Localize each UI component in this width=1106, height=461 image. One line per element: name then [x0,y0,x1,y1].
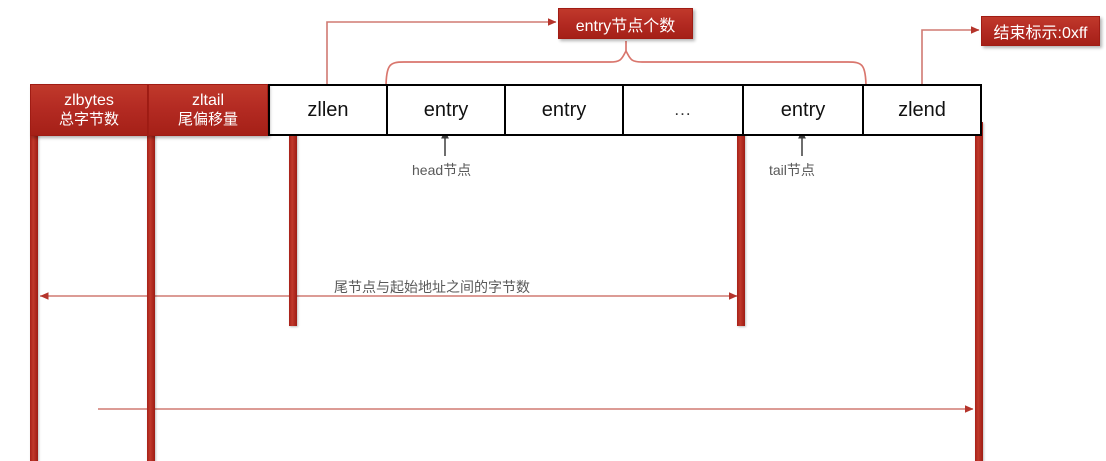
guide-bar-start [30,120,38,461]
callout-end-marker: 结束标示:0xff [981,16,1100,46]
annotation-head-node: head节点 [412,160,471,180]
cell-zllen-label: zllen [307,98,349,121]
cell-zlend-label: zlend [898,98,946,121]
annotation-tail-offset: 尾节点与起始地址之间的字节数 [334,277,530,297]
cell-entry-n-label: entry [780,98,826,121]
cell-ellipsis: ... [622,84,744,136]
annotation-tail-offset-label: 尾节点与起始地址之间的字节数 [334,279,530,295]
cell-entry-1: entry [386,84,506,136]
header-box-zltail-line2: 尾偏移量 [177,110,238,128]
annotation-tail-node: tail节点 [769,160,815,180]
cell-entry-2-label: entry [541,98,587,121]
cell-entry-2: entry [504,84,624,136]
header-box-zlbytes-line1: zlbytes [64,92,114,110]
cell-zllen: zllen [268,84,388,136]
zllen-connector-line [326,18,557,88]
guide-bar-zllen [289,122,297,326]
entries-brace [385,49,867,89]
header-box-zlbytes: zlbytes 总字节数 [30,84,148,136]
guide-bar-zltail [147,120,155,461]
cell-zlend: zlend [862,84,982,136]
cell-ellipsis-label: ... [674,100,692,119]
callout-end-marker-label: 结束标示:0xff [993,25,1088,42]
header-box-zltail-line1: zltail [191,92,224,110]
cell-entry-n: entry [742,84,864,136]
zlend-connector-line [921,26,980,88]
annotation-head-node-label: head节点 [412,162,472,178]
annotation-tail-node-label: tail节点 [769,162,815,178]
cell-entry-1-label: entry [423,98,469,121]
header-box-zltail: zltail 尾偏移量 [148,84,268,136]
callout-entry-count-label: entry节点个数 [575,17,676,35]
guide-bar-end [975,122,983,461]
callout-entry-count: entry节点个数 [558,8,693,39]
guide-bar-tail-entry [737,122,745,326]
header-box-zlbytes-line2: 总字节数 [58,110,119,128]
